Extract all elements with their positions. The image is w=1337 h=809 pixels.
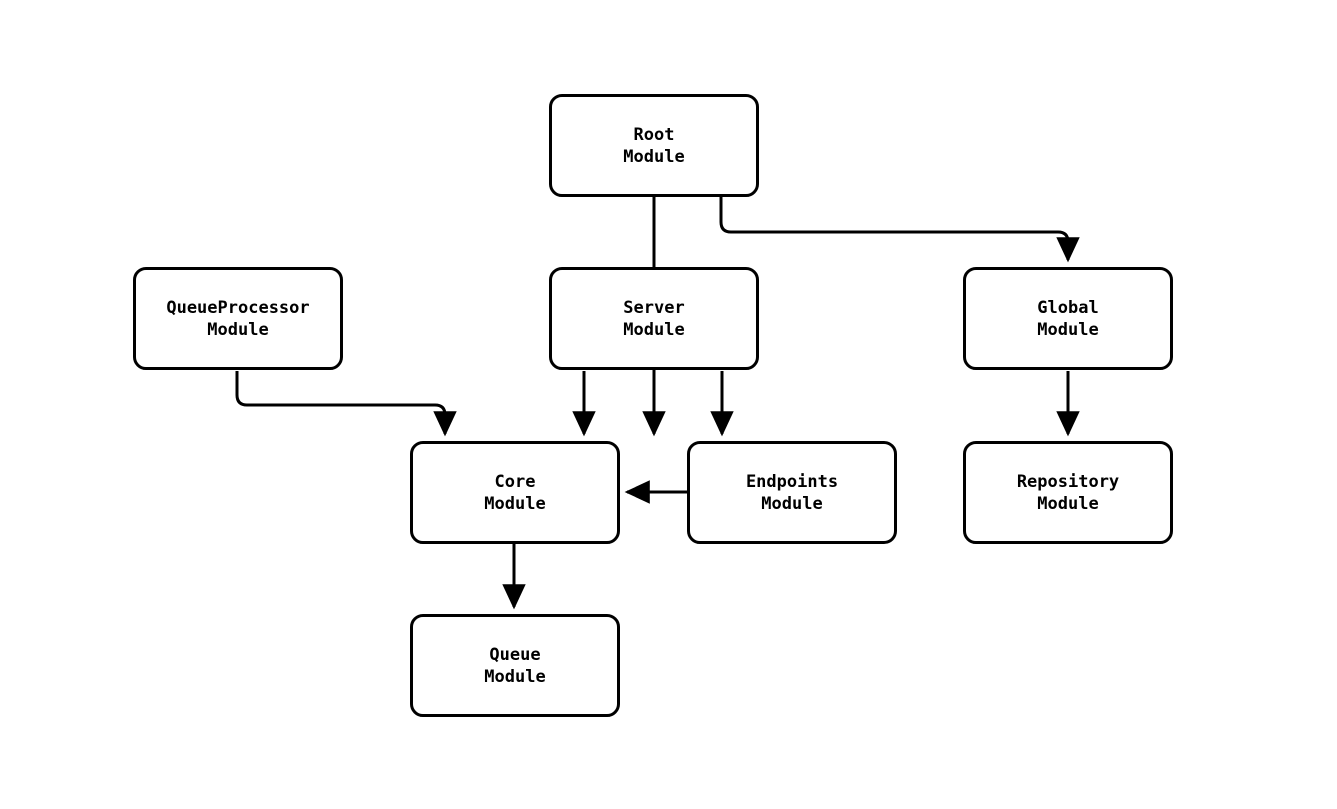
server-module-label-line2: Module <box>623 319 685 340</box>
queue-module-label-line2: Module <box>484 666 546 687</box>
core-module-label-line2: Module <box>484 493 546 514</box>
queueprocessor-module-label-line1: QueueProcessor <box>166 297 310 318</box>
endpoints-module-label-line1: Endpoints <box>745 471 839 492</box>
root-module-label-line1: Root <box>633 124 675 145</box>
server-module-node[interactable]: Server Module <box>549 267 759 370</box>
core-module-node[interactable]: Core Module <box>410 441 620 544</box>
repository-module-node[interactable]: Repository Module <box>963 441 1173 544</box>
repository-module-label-line2: Module <box>1037 493 1099 514</box>
queue-module-label-line1: Queue <box>489 644 541 665</box>
endpoints-module-node[interactable]: Endpoints Module <box>687 441 897 544</box>
endpoints-module-label-line2: Module <box>761 493 823 514</box>
queueprocessor-module-label-line2: Module <box>207 319 269 340</box>
global-module-label-line1: Global <box>1037 297 1099 318</box>
repository-module-label-line1: Repository <box>1016 471 1120 492</box>
queueprocessor-module-node[interactable]: QueueProcessor Module <box>133 267 343 370</box>
root-module-node[interactable]: Root Module <box>549 94 759 197</box>
server-module-label-line1: Server <box>623 297 685 318</box>
core-module-label-line1: Core <box>494 471 536 492</box>
edge-root-to-global <box>719 197 1080 263</box>
edge-queueprocessor-to-core <box>235 371 457 437</box>
root-module-label-line2: Module <box>623 146 685 167</box>
global-module-node[interactable]: Global Module <box>963 267 1173 370</box>
global-module-label-line2: Module <box>1037 319 1099 340</box>
queue-module-node[interactable]: Queue Module <box>410 614 620 717</box>
